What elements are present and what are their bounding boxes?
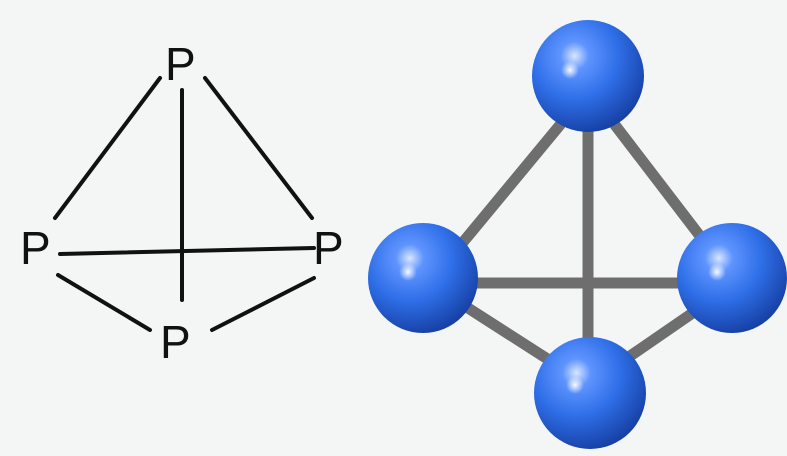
atom-label-bottom: P xyxy=(160,316,191,368)
atom-ball-left xyxy=(368,223,478,333)
atom-label-top: P xyxy=(165,38,196,90)
ball-and-stick-model xyxy=(368,20,787,449)
atom-ball-right xyxy=(677,223,787,333)
bond-left-right xyxy=(58,246,316,256)
structural-bonds xyxy=(53,76,316,332)
bond-left-bottom xyxy=(56,273,152,332)
bond-right-bottom xyxy=(210,276,316,332)
atom-ball-top xyxy=(532,20,644,132)
atom-label-right: P xyxy=(313,222,344,274)
bond-top-left xyxy=(53,76,162,220)
bond-top-right xyxy=(203,76,314,220)
atom-label-left: P xyxy=(20,222,51,274)
atom-ball-bottom xyxy=(534,337,646,449)
structural-formula: P P P P xyxy=(20,38,344,368)
